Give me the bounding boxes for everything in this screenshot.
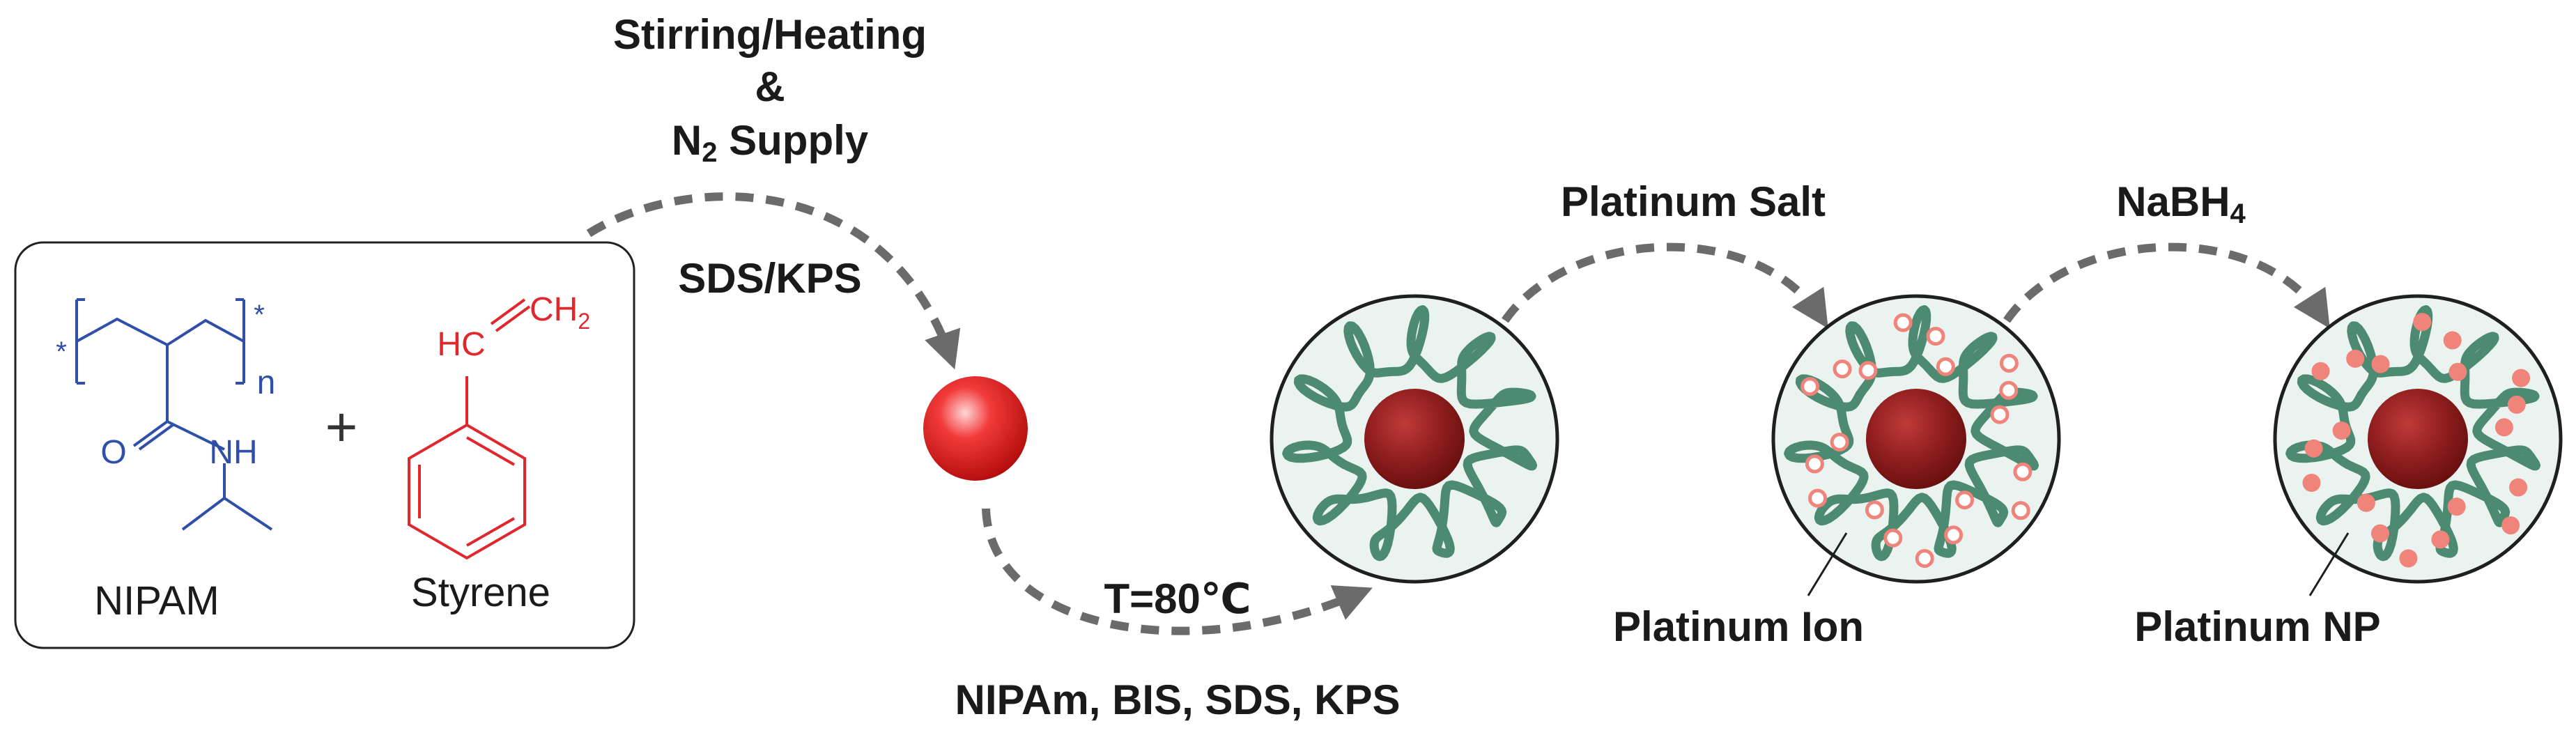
platinum-nanoparticle: [2332, 421, 2351, 440]
platinum-nanoparticle: [2346, 349, 2365, 368]
platinum-ion-label: Platinum Ion: [1613, 603, 1864, 650]
platinum-ion-microgel: Platinum Ion: [1613, 294, 2061, 650]
platinum-ion: [1990, 405, 2010, 424]
platinum-ion: [1808, 488, 1828, 508]
platinum-ion: [1858, 361, 1878, 380]
styrene-label: Styrene: [411, 570, 550, 615]
platinum-ion: [2013, 462, 2033, 481]
platinum-ion: [1893, 313, 1913, 332]
platinum-ion: [1936, 357, 1955, 376]
platinum-nanoparticle: [2507, 395, 2526, 414]
step2: T=80℃ NIPAm, BIS, SDS, KPS: [955, 508, 1401, 723]
platinum-nanoparticles: [2302, 313, 2531, 568]
step1-arrow: [586, 192, 961, 370]
platinum-ion: [2011, 501, 2030, 520]
styrene-structure: [408, 298, 531, 560]
nabh-main: NaBH: [2116, 178, 2230, 225]
step3-arrow: [1502, 242, 1828, 329]
nipam-star-left: *: [56, 336, 67, 367]
platinum-nanoparticle: [2443, 331, 2462, 350]
n2-sub: 2: [702, 137, 717, 168]
platinum-nanoparticle: [2371, 524, 2389, 543]
platinum-ion: [1944, 525, 1964, 545]
styrene-ch2-main: CH: [530, 291, 578, 328]
polymer-chain: [1282, 305, 1537, 562]
platinum-ion: [1830, 433, 1849, 452]
core-shell-microgel: [1270, 294, 1559, 584]
styrene-hc: HC: [437, 326, 485, 363]
nipam-label: NIPAM: [94, 578, 219, 624]
styrene-ch2-sub: 2: [578, 309, 590, 334]
platinum-nanoparticle: [2371, 355, 2390, 373]
platinum-ion: [1800, 377, 1820, 396]
polystyrene-seed: [923, 376, 1028, 481]
platinum-ion: [1999, 380, 2019, 400]
step3-reagent: Platinum Salt: [1561, 178, 1826, 225]
ion-core: [1866, 389, 1966, 489]
step1-initiator: SDS/KPS: [678, 255, 861, 302]
platinum-nanoparticle: [2448, 362, 2467, 381]
ion-pointer-line: [1807, 532, 1848, 596]
platinum-ions: [1800, 313, 2033, 568]
np-pointer-line: [2308, 532, 2350, 596]
platinum-nanoparticle: [2501, 516, 2520, 535]
platinum-nanoparticle: [2509, 478, 2528, 497]
platinum-ion: [1883, 528, 1903, 548]
platinum-ion: [1915, 549, 1934, 568]
step1-conditions-line1: Stirring/Heating: [613, 11, 927, 58]
nipam-structure: [75, 298, 273, 531]
platinum-ion: [1926, 327, 1945, 346]
platinum-nanoparticle: [2311, 362, 2330, 380]
platinum-nanoparticle: [2304, 439, 2323, 458]
nipam-star-right: *: [254, 300, 265, 330]
nabh-sub: 4: [2230, 199, 2246, 229]
platinum-nanoparticle: [2512, 369, 2531, 387]
styrene-ch2: CH2: [530, 291, 590, 334]
platinum-nanoparticle: [2357, 493, 2375, 512]
step4-arrow: [2003, 242, 2330, 329]
nipam-subscript-n: n: [257, 364, 276, 401]
platinum-ion: [1999, 353, 2019, 373]
nipam-oxygen: O: [100, 434, 126, 471]
np-core: [2368, 389, 2468, 489]
step1-conditions-line2: &: [755, 63, 785, 110]
step2-arrow: [982, 508, 1373, 635]
step4: NaBH4: [2003, 178, 2330, 329]
step4-reagent: NaBH4: [2116, 178, 2246, 229]
nipam-nh: NH: [209, 434, 257, 471]
platinum-ion: [1833, 359, 1852, 379]
platinum-nanoparticle: [2399, 549, 2418, 568]
microgel-core: [1364, 389, 1465, 489]
step2-reagents: NIPAm, BIS, SDS, KPS: [955, 676, 1400, 723]
platinum-np-label: Platinum NP: [2134, 603, 2380, 650]
n2-main: N: [672, 117, 702, 164]
polymer-chain: [1784, 305, 2039, 562]
polymer-chain: [2285, 305, 2540, 562]
platinum-ion: [1865, 500, 1884, 520]
platinum-nanoparticle: [2447, 497, 2466, 516]
platinum-nanoparticle: [2431, 530, 2450, 549]
reagents-frame: [14, 241, 635, 649]
platinum-ion: [1805, 454, 1824, 474]
step1: Stirring/Heating & N2 Supply SDS/KPS: [586, 11, 961, 370]
platinum-nanoparticle: [2413, 313, 2432, 332]
platinum-ion: [1955, 490, 1975, 510]
step2-temperature: T=80℃: [1104, 575, 1251, 622]
n2-rest: Supply: [717, 117, 868, 164]
platinum-nanoparticle: [2494, 418, 2513, 437]
platinum-np-microgel: Platinum NP: [2134, 294, 2563, 650]
plus-sign: +: [325, 396, 358, 458]
step1-n2-supply: N2 Supply: [672, 117, 869, 168]
platinum-nanoparticle: [2302, 474, 2321, 492]
reagents-box: * * n O NH NIPAM + HC CH2 Styrene: [14, 241, 635, 649]
step3: Platinum Salt: [1502, 178, 1828, 329]
